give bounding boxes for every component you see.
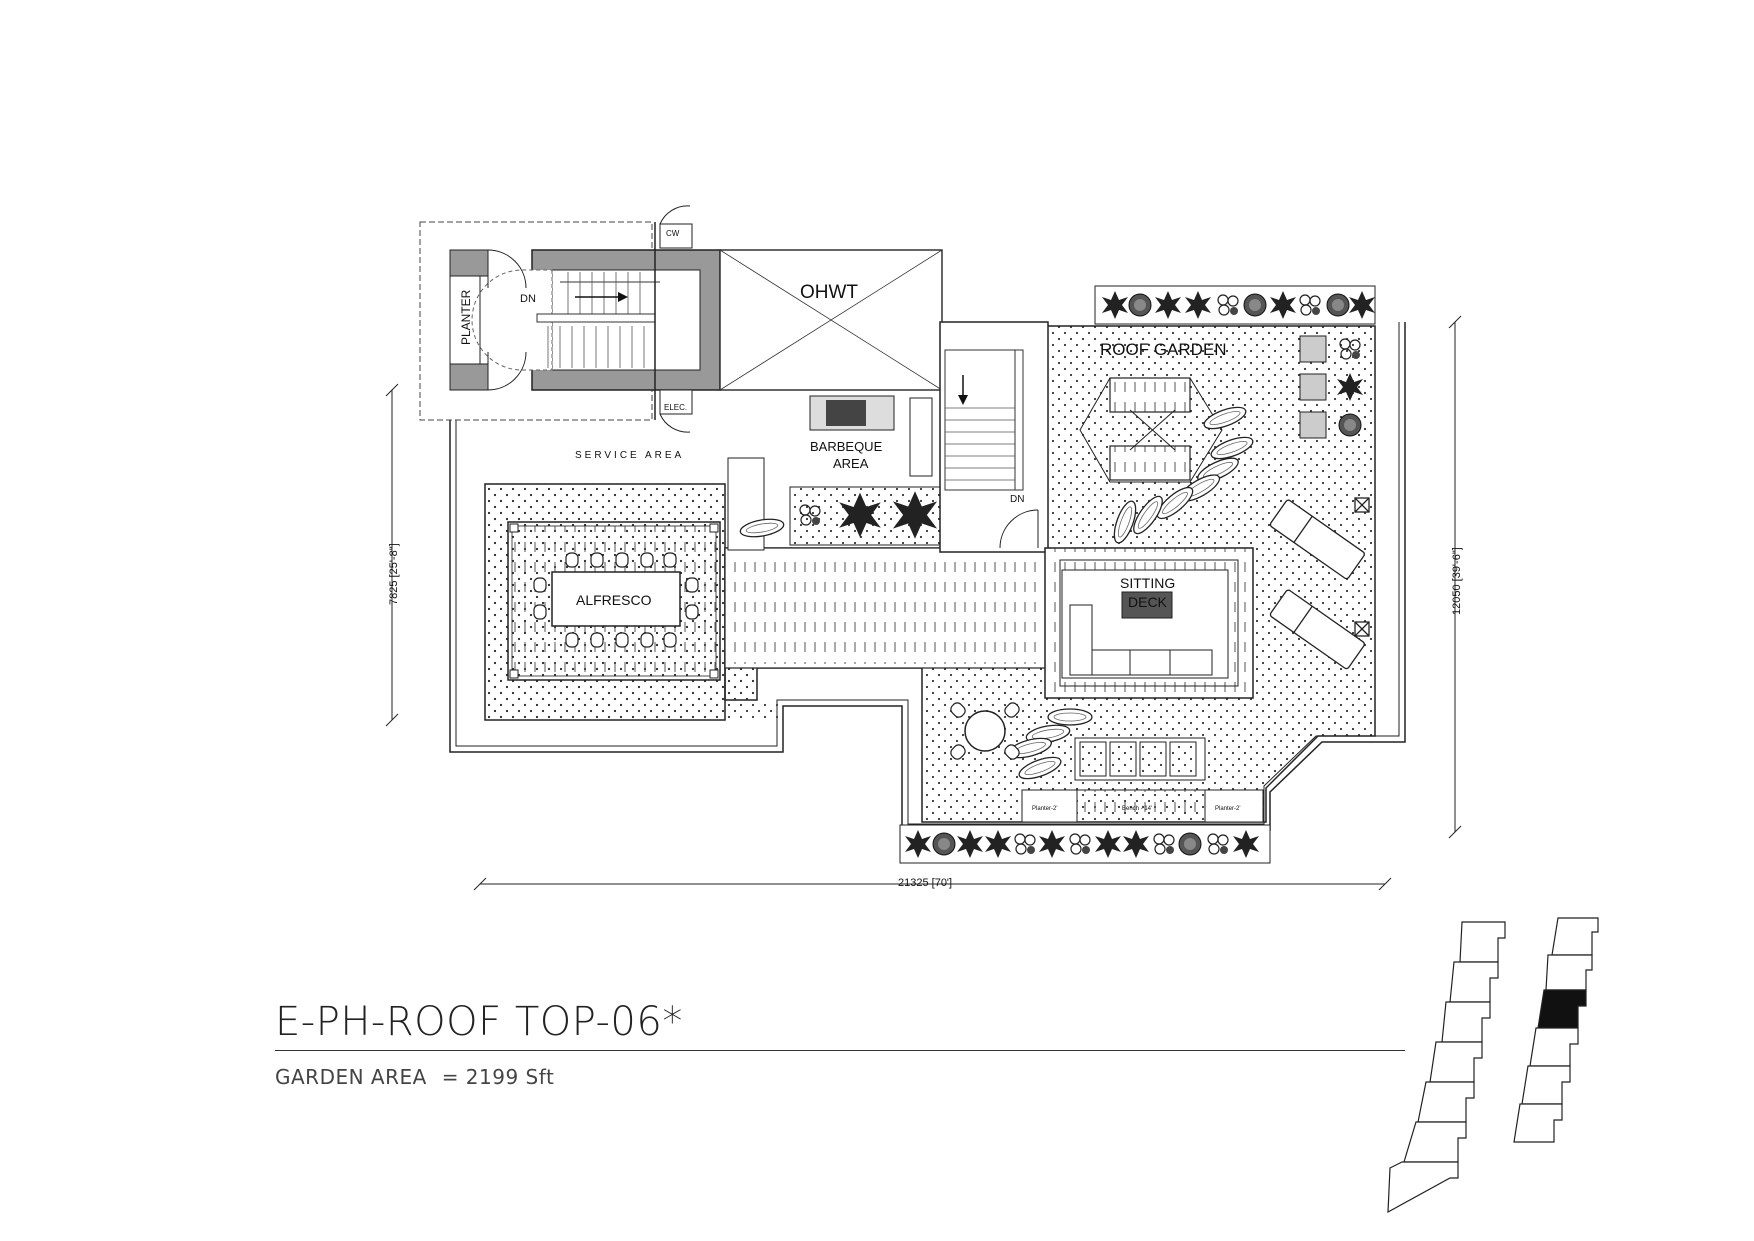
alfresco-dining-table <box>533 552 699 648</box>
service-area-label: SERVICE AREA <box>575 450 684 461</box>
stair-core-1 <box>419 205 721 433</box>
paved-zones <box>724 547 1051 669</box>
dimension-left <box>385 383 399 727</box>
round-table-set <box>948 700 1022 762</box>
pergola-feature <box>1079 377 1223 483</box>
alfresco-label: ALFRESCO <box>576 592 652 608</box>
cw-label: CW <box>666 229 680 238</box>
sitting-label-2: DECK <box>1128 594 1168 610</box>
dimension-bottom-label: 21325 [70'] <box>898 877 952 889</box>
planter-right-label: Planter-2' <box>1215 806 1241 812</box>
barbeque-label-2: AREA <box>833 456 869 471</box>
garden-area-value: = 2199 Sft <box>441 1065 555 1089</box>
planter-label: PLANTER <box>459 289 473 345</box>
dimension-right-label: 12050 [39'-6"] <box>1451 547 1463 615</box>
bench-planter-row <box>1074 737 1206 781</box>
stair-core-2 <box>939 321 1049 553</box>
stair-down-label: DN <box>520 293 536 305</box>
roof-garden-label: ROOF GARDEN <box>1100 340 1227 359</box>
bbq-planter <box>789 486 941 546</box>
key-plan <box>1387 917 1599 1214</box>
bottom-planter-strip <box>899 824 1271 864</box>
sun-loungers <box>1269 497 1370 670</box>
planter-left-label: Planter-2' <box>1032 806 1058 812</box>
dimension-right <box>1448 315 1462 839</box>
barbeque-label-1: BARBEQUE <box>810 439 883 454</box>
bottom-bench <box>1021 789 1264 823</box>
stair-down-label-2: DN <box>1010 494 1024 505</box>
bench-label: Bench - 14' <box>1122 806 1152 812</box>
sitting-deck <box>1044 547 1254 699</box>
barbeque-counter <box>727 395 933 551</box>
elec-label: ELEC. <box>664 403 687 412</box>
sitting-label-1: SITTING <box>1120 575 1175 591</box>
garden-area-label: GARDEN AREA <box>275 1065 427 1089</box>
top-planter-strip <box>1094 285 1376 325</box>
dimension-left-label: 7825 [25'-8"] <box>388 543 400 605</box>
garden-area-line: GARDEN AREA = 2199 Sft <box>275 1065 1405 1089</box>
planter-pots <box>1299 335 1363 439</box>
plan-title: E-PH-ROOF TOP-06* <box>275 1000 1405 1051</box>
ohwt-tank <box>719 249 943 391</box>
ohwt-label: OHWT <box>800 282 858 303</box>
dimension-bottom <box>473 877 1392 891</box>
title-block: E-PH-ROOF TOP-06* GARDEN AREA = 2199 Sft <box>275 1000 1405 1089</box>
